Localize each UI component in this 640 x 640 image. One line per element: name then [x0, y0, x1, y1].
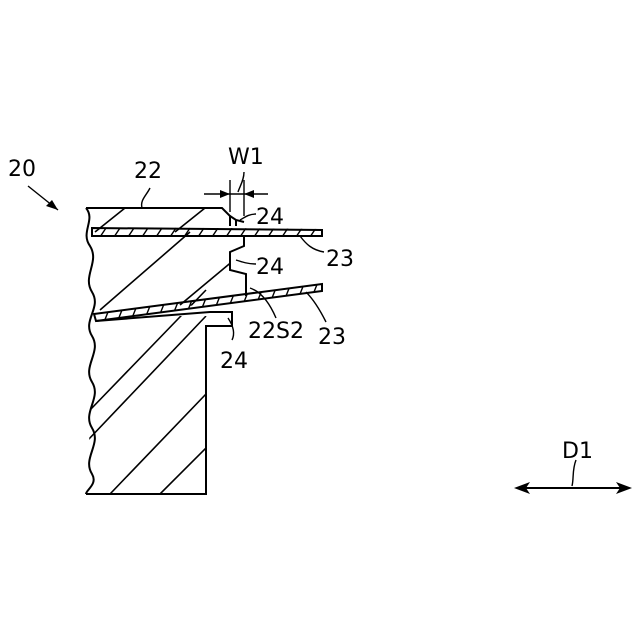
sheet-23-top [92, 228, 322, 237]
leader-23-top [300, 236, 324, 252]
label-23-top: 23 [326, 247, 354, 272]
label-23-bottom: 23 [318, 325, 346, 350]
label-20: 20 [8, 157, 36, 182]
label-22s2: 22S2 [248, 319, 304, 344]
bottom-sheet-outline [94, 284, 322, 321]
sheet-23-bottom [94, 282, 322, 322]
label-24-top: 24 [256, 205, 284, 230]
w1-arrow-right [244, 190, 254, 198]
w1-arrow-left [220, 190, 230, 198]
leader-24-mid [236, 260, 256, 264]
label-w1: W1 [228, 145, 264, 170]
leader-24-top [240, 214, 256, 220]
leader-22 [142, 188, 150, 208]
break-line [86, 208, 95, 494]
label-d1: D1 [562, 439, 593, 464]
label-22: 22 [134, 159, 162, 184]
label-24-bottom: 24 [220, 349, 248, 374]
label-24-mid: 24 [256, 255, 284, 280]
leader-23-bottom [306, 292, 326, 322]
w1-leader [238, 172, 244, 192]
